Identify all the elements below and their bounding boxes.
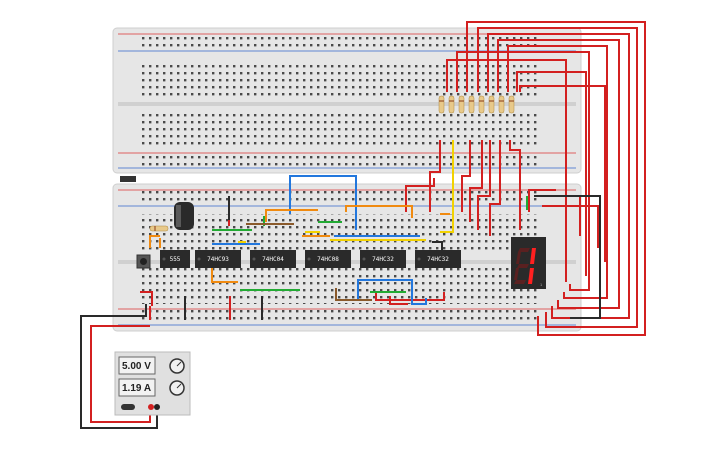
power-toggle[interactable] bbox=[121, 404, 135, 410]
ic-chip[interactable]: 74HC93 bbox=[195, 250, 241, 268]
power-supply[interactable]: 5.00 V 1.19 A bbox=[114, 351, 191, 416]
terminal-grid-bottom-a bbox=[140, 214, 540, 250]
ic-chip-label: 74HC32 bbox=[427, 256, 449, 263]
digit-value: 1 bbox=[540, 282, 543, 287]
wires-red[interactable] bbox=[140, 21, 646, 336]
wires-green[interactable] bbox=[212, 196, 528, 293]
ic-chip[interactable]: 74HC08 bbox=[305, 250, 351, 268]
ic-chip-label: 74HC04 bbox=[262, 256, 284, 263]
wires-yellow[interactable] bbox=[238, 140, 454, 243]
seven-segment-digit bbox=[514, 248, 536, 284]
power-rail-bottom-lower bbox=[140, 310, 540, 322]
terminal-grid-top-a bbox=[140, 62, 540, 98]
ic-chip[interactable]: 74HC04 bbox=[250, 250, 296, 268]
breadboard-top[interactable] bbox=[112, 27, 582, 174]
power-rail-top-lower bbox=[140, 154, 540, 166]
resistor[interactable] bbox=[448, 95, 455, 114]
ic-chips[interactable]: 555 74HC93 74HC04 74HC08 74HC32 74HC32 bbox=[160, 250, 461, 268]
terminal-grid-top-b bbox=[140, 110, 540, 146]
ic-chip-label: 74HC08 bbox=[317, 256, 339, 263]
ic-chip[interactable]: 74HC32 bbox=[415, 250, 461, 268]
wires-brown[interactable] bbox=[246, 223, 372, 301]
electrolytic-capacitor[interactable] bbox=[174, 202, 194, 230]
seven-segment-display[interactable]: 1 bbox=[511, 237, 546, 289]
resistor[interactable] bbox=[438, 95, 445, 114]
ic-chip-label: 74HC93 bbox=[207, 256, 229, 263]
resistor-bank[interactable] bbox=[438, 95, 515, 114]
resistor[interactable] bbox=[488, 95, 495, 114]
ic-chip[interactable]: 555 bbox=[160, 250, 190, 268]
wires-black[interactable] bbox=[80, 195, 601, 429]
wire-red-psu[interactable] bbox=[90, 325, 151, 423]
resistor[interactable] bbox=[508, 95, 515, 114]
resistor[interactable] bbox=[478, 95, 485, 114]
ic-chip-label: 74HC32 bbox=[372, 256, 394, 263]
voltage-display bbox=[118, 356, 156, 375]
resistor[interactable] bbox=[468, 95, 475, 114]
push-button[interactable] bbox=[136, 254, 151, 269]
voltage-readout: 5.00 V bbox=[122, 361, 151, 372]
current-display bbox=[118, 378, 156, 397]
terminal-grid-bottom-b bbox=[140, 268, 540, 304]
power-rail-top-upper bbox=[140, 36, 540, 48]
current-readout: 1.19 A bbox=[122, 383, 151, 394]
positive-terminal[interactable] bbox=[148, 404, 154, 410]
wires-orange[interactable] bbox=[149, 205, 450, 283]
resistor[interactable] bbox=[498, 95, 505, 114]
resistor-timing[interactable] bbox=[149, 225, 169, 232]
power-rail-bottom-upper bbox=[140, 191, 540, 203]
resistor[interactable] bbox=[458, 95, 465, 114]
negative-terminal[interactable] bbox=[154, 404, 160, 410]
ic-chip[interactable]: 74HC32 bbox=[360, 250, 406, 268]
slide-switch[interactable] bbox=[120, 176, 136, 182]
ic-chip-label: 555 bbox=[170, 256, 181, 263]
wires-blue[interactable] bbox=[212, 175, 427, 305]
